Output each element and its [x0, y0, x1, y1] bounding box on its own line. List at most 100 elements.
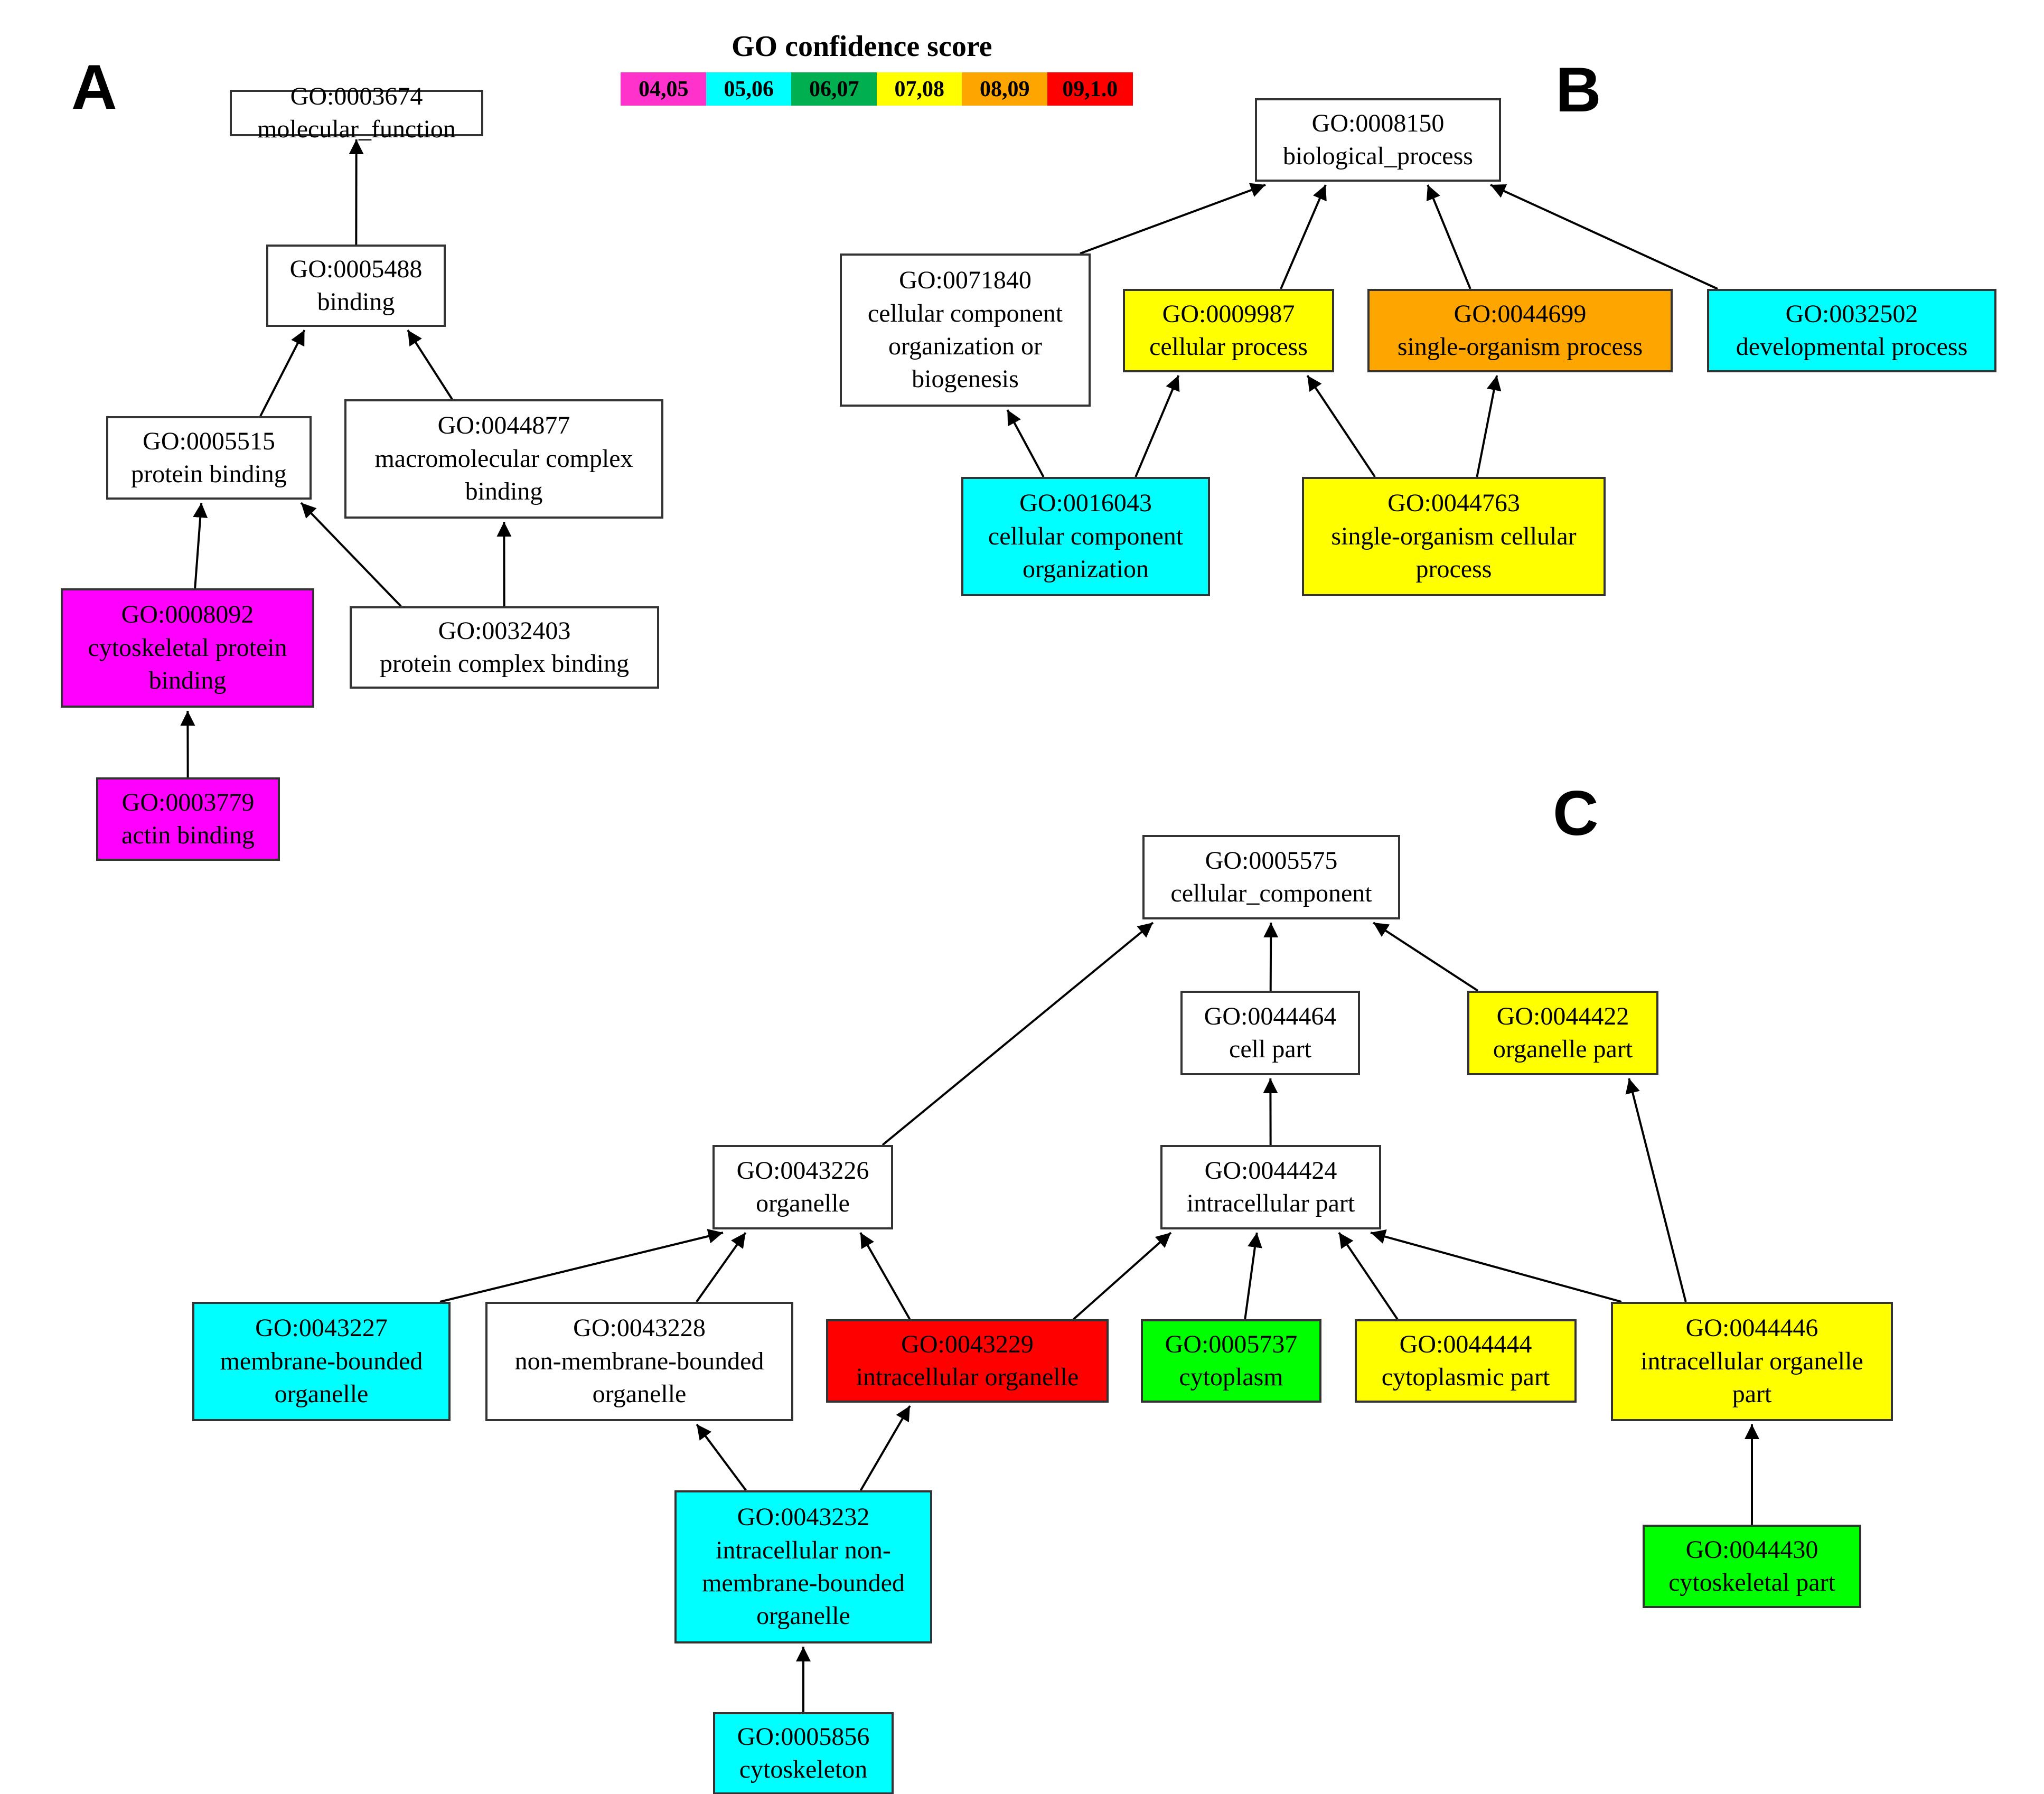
go-term-name-line: non-membrane-bounded [514, 1347, 764, 1375]
legend-swatch: 08,09 [962, 72, 1048, 106]
edge-arrow [407, 329, 453, 400]
go-term-node: GO:0043228 non-membrane-bounded organelle [485, 1302, 793, 1421]
go-term-name-line: biogenesis [912, 365, 1019, 393]
go-term-node: GO:0044444 cytoplasmic part [1355, 1319, 1577, 1403]
go-term-name-line: molecular_function [257, 115, 456, 143]
go-term-node: GO:0044464 cell part [1180, 991, 1360, 1075]
edge-arrow [859, 1405, 911, 1491]
panel-label-b: B [1555, 54, 1601, 125]
go-term-id: GO:0071840 [899, 266, 1032, 295]
go-term-id: GO:0005737 [1165, 1330, 1298, 1358]
edge-arrow [1244, 1232, 1262, 1320]
go-term-name-line: single-organism cellular [1331, 522, 1577, 550]
go-term-id: GO:0008092 [121, 600, 254, 629]
go-term-name-line: protein binding [131, 460, 287, 488]
go-term-id: GO:0005856 [737, 1722, 870, 1751]
go-term-name-line: cytoplasmic part [1381, 1363, 1550, 1391]
go-term-name-line: organelle [756, 1602, 850, 1630]
edge-arrow [259, 330, 306, 417]
legend-swatch: 05,06 [706, 72, 792, 106]
legend-swatch: 06,07 [791, 72, 877, 106]
go-term-name-line: binding [465, 477, 543, 506]
go-term-id: GO:0003779 [121, 788, 255, 816]
go-term-id: GO:0016043 [1019, 489, 1152, 518]
go-term-node: GO:0005515 protein binding [106, 416, 312, 500]
go-term-name-line: cellular_component [1170, 879, 1372, 907]
go-term-node: GO:0005737 cytoplasm [1141, 1319, 1321, 1403]
legend-swatch: 04,05 [621, 72, 707, 106]
go-term-name-line: organelle [756, 1189, 850, 1217]
panel-label-a: A [71, 52, 117, 123]
go-term-name-line: single-organism process [1397, 333, 1643, 361]
go-term-id: GO:0044424 [1204, 1156, 1337, 1185]
edge-arrow [1080, 183, 1266, 255]
go-term-id: GO:0043227 [255, 1314, 388, 1342]
go-term-name-line: cell part [1229, 1035, 1311, 1063]
legend-swatch: 09,1.0 [1047, 72, 1133, 106]
go-term-name-line: actin binding [121, 821, 255, 849]
go-term-node: GO:0009987 cellular process [1123, 289, 1334, 372]
legend-swatch: 07,08 [876, 72, 962, 106]
go-term-id: GO:0008150 [1311, 109, 1445, 137]
go-term-name-line: biological_process [1283, 142, 1473, 170]
edge-arrow [1490, 184, 1718, 290]
edge-arrow [1370, 1229, 1622, 1303]
go-term-id: GO:0044699 [1454, 299, 1587, 328]
edge-arrow [1476, 375, 1502, 477]
go-term-node: GO:0043226 organelle [712, 1145, 893, 1229]
edge-arrow [193, 502, 208, 589]
go-term-name-line: organelle [592, 1380, 687, 1408]
go-term-id: GO:0044430 [1685, 1535, 1818, 1564]
go-term-id: GO:0043228 [573, 1314, 706, 1342]
go-term-name-line: membrane-bounded [702, 1569, 905, 1597]
go-term-name-line: membrane-bounded [220, 1347, 423, 1375]
go-term-id: GO:0044422 [1496, 1002, 1629, 1030]
edge-arrow [696, 1232, 747, 1303]
edge-arrow [439, 1229, 724, 1303]
edge-arrow [1338, 1232, 1399, 1320]
go-term-name-line: cytoskeletal protein [88, 633, 287, 662]
go-term-name-line: cytoskeleton [739, 1755, 868, 1783]
go-term-id: GO:0044464 [1204, 1002, 1337, 1030]
edge-arrow [300, 502, 402, 607]
go-term-id: GO:0044877 [437, 411, 570, 440]
go-term-name-line: binding [317, 288, 395, 316]
go-term-id: GO:0032403 [438, 616, 571, 645]
go-term-name-line: organelle [274, 1380, 369, 1408]
legend-title: GO confidence score [732, 30, 992, 63]
go-term-id: GO:0044444 [1399, 1330, 1532, 1358]
edge-arrow [1134, 375, 1180, 477]
edge-arrow [696, 1423, 747, 1491]
go-term-name-line: intracellular organelle [1640, 1347, 1863, 1375]
go-term-id: GO:0043232 [737, 1503, 870, 1532]
go-term-id: GO:0043226 [736, 1156, 869, 1185]
go-term-id: GO:0009987 [1162, 299, 1295, 328]
go-term-name-line: cellular component [867, 299, 1063, 327]
go-term-node: GO:0005856 cytoskeleton [713, 1712, 894, 1794]
go-term-id: GO:0044763 [1387, 489, 1520, 518]
go-term-id: GO:0043229 [901, 1330, 1034, 1358]
edge-arrow [882, 922, 1154, 1146]
go-term-name-line: organization or [888, 332, 1043, 360]
go-term-name-line: intracellular organelle [856, 1363, 1079, 1391]
go-term-node: GO:0071840 cellular component organization… [840, 253, 1091, 407]
edge-arrow [1373, 922, 1479, 992]
go-term-name-line: cellular process [1149, 333, 1308, 361]
go-term-name-line: cytoplasm [1179, 1363, 1283, 1391]
go-term-id: GO:0005575 [1205, 846, 1338, 875]
go-term-id: GO:0032502 [1785, 299, 1918, 328]
go-term-node: GO:0008092 cytoskeletal protein binding [61, 588, 314, 708]
go-term-id: GO:0005515 [143, 427, 275, 455]
panel-label-c: C [1553, 778, 1599, 849]
go-term-name-line: binding [148, 666, 227, 695]
